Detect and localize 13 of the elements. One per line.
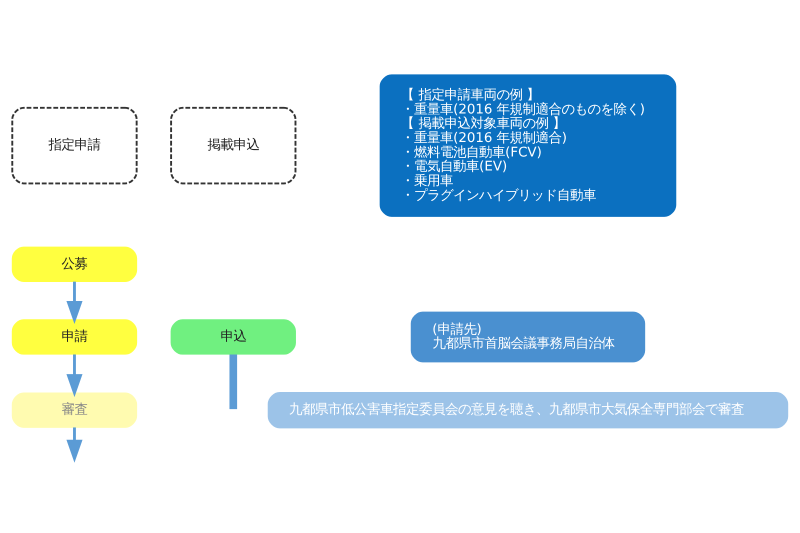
node-box: 審査	[12, 392, 138, 428]
node-box: 九都県市低公害車指定委員会の意見を聴き、九都県市大気保全専門部会で審査	[268, 392, 788, 428]
node-box: 公募	[12, 246, 138, 282]
node-box: 申込	[170, 318, 296, 354]
node-box: (申請先) 九都県市首脳会議事務局自治体	[410, 311, 646, 362]
connector	[229, 354, 238, 409]
arrow	[66, 354, 83, 397]
arrow	[66, 426, 83, 462]
node-box: 申請	[12, 318, 138, 354]
node-box: 【 指定申請車両の例 】 ・重量車(2016 年規制適合のものを除く) 【 掲載申込対象車両の例 】 ・重量車(2016 年規制適合) ・燃料電池自動車(FCV) ・電気自動車(EV) ・乗用車 ・プラグインハイブリッド自動車	[380, 74, 676, 216]
arrow	[66, 281, 83, 324]
node-box: 掲載申込	[170, 106, 296, 184]
node-box: 指定申請	[11, 106, 138, 184]
